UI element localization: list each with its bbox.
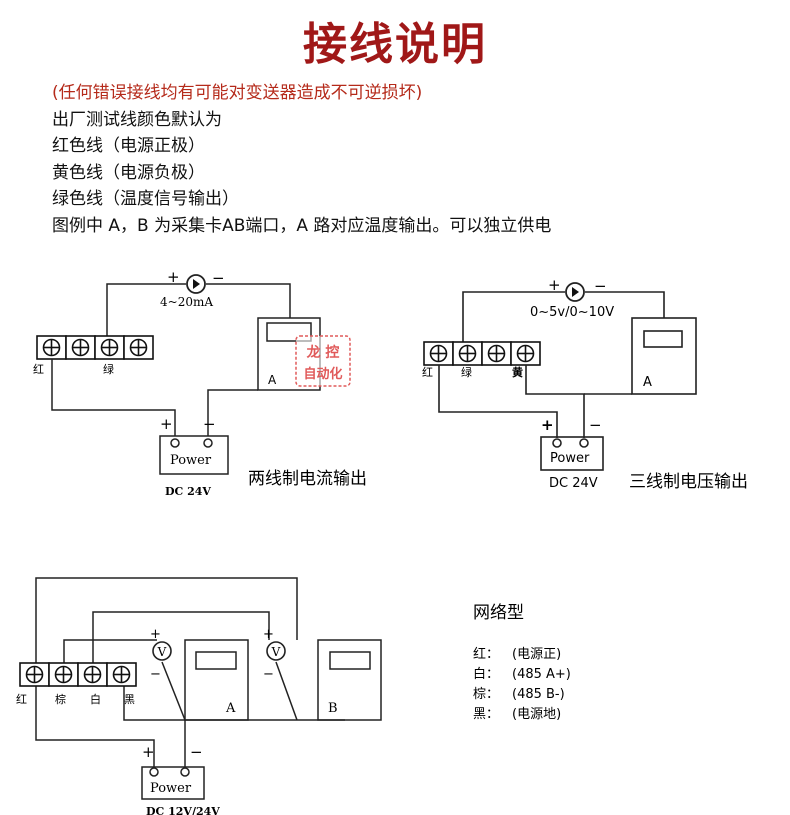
meter-v-label: V [271, 645, 281, 659]
terminal-label-white: 白 [90, 692, 101, 706]
plus-sign: + [167, 268, 180, 286]
network-legend: 红： (电源正) 白： (485 A+) 棕： (485 B-) 黑： (电源地… [473, 646, 571, 722]
watermark-text: 龙 控 [306, 344, 340, 361]
diagram-network [19, 577, 382, 800]
legend-key: 黑： [473, 707, 499, 722]
terminal-block [423, 341, 541, 366]
terminal-label-green: 绿 [461, 365, 472, 379]
power-label: Power [150, 781, 192, 796]
plus-sign: + [541, 416, 554, 434]
terminal-label-yellow: 黄 [512, 365, 523, 379]
device-a-box [631, 317, 697, 395]
power-label: Power [550, 451, 590, 466]
legend-key: 红： [473, 646, 499, 662]
plus-sign: + [160, 415, 173, 433]
watermark-text: 自动化 [303, 366, 342, 382]
minus-sign: − [212, 269, 225, 287]
voltmeter-icon [152, 641, 172, 661]
current-range-label: 4~20mA [160, 295, 213, 309]
minus-sign: − [203, 415, 216, 433]
legend-value: (电源地) [512, 707, 561, 722]
note-line: 绿色线（温度信号输出） [52, 189, 239, 209]
dc-voltage-label: DC 12V/24V [146, 805, 220, 815]
voltage-range-label: 0~5v/0~10V [530, 305, 614, 320]
note-line: 出厂测试线颜色默认为 [52, 109, 222, 130]
warning-text: (任何错误接线均有可能对变送器造成不可逆损坏) [52, 83, 423, 103]
terminal-label-red: 红 [33, 363, 44, 376]
instructions: (任何错误接线均有可能对变送器造成不可逆损坏) 出厂测试线颜色默认为 红色线（电… [52, 80, 551, 239]
power-label: Power [170, 453, 212, 468]
power-box [159, 435, 229, 475]
voltmeter-icon [266, 641, 286, 661]
diagram-two-wire-current [36, 283, 321, 475]
legend-value: (485 A+) [512, 667, 571, 682]
device-a-label: A [643, 375, 652, 390]
device-a-label: A [225, 701, 236, 716]
plus-sign: + [548, 276, 561, 294]
note-line: 红色线（电源正极） [52, 136, 205, 156]
minus-sign: − [190, 743, 203, 761]
minus-sign: − [263, 667, 274, 682]
legend-value: (电源正) [512, 647, 561, 662]
terminal-label-brown: 棕 [55, 692, 66, 706]
legend-value: (485 B-) [512, 687, 565, 702]
plus-sign: + [150, 627, 161, 642]
device-b-label: B [328, 701, 338, 716]
voltmeter-icon [565, 282, 585, 302]
meter-v-label: V [157, 645, 167, 659]
minus-sign: − [150, 667, 161, 682]
terminal-label-red: 红 [16, 693, 27, 706]
device-b-box [317, 639, 382, 721]
power-box [540, 436, 604, 471]
minus-sign: − [589, 416, 602, 434]
note-line: 黄色线（电源负极） [52, 162, 205, 183]
terminal-label-black: 黑 [124, 693, 135, 706]
diagram-three-wire-voltage [423, 291, 697, 471]
device-a-box [184, 639, 249, 721]
caption-network: 网络型 [473, 603, 524, 623]
minus-sign: − [594, 277, 607, 295]
page-title: 接线说明 [303, 19, 487, 70]
terminal-label-green: 绿 [103, 362, 114, 376]
dc-voltage-label: DC 24V [549, 476, 598, 491]
caption-three-wire: 三线制电压输出 [629, 472, 748, 492]
ammeter-icon [186, 274, 206, 294]
device-a-label: A [268, 373, 277, 387]
dc-voltage-label: DC 24V [165, 485, 211, 498]
watermark-logo: 龙 控 自动化 [295, 335, 351, 387]
legend-key: 白： [473, 666, 499, 682]
plus-sign: + [142, 743, 155, 761]
caption-two-wire: 两线制电流输出 [248, 469, 367, 489]
terminal-label-red: 红 [422, 366, 433, 379]
legend-key: 棕： [473, 687, 499, 702]
terminal-block [19, 662, 137, 687]
note-line: 图例中 A，B 为采集卡AB端口，A 路对应温度输出。可以独立供电 [52, 215, 552, 236]
terminal-block [36, 335, 154, 360]
power-box [141, 766, 205, 800]
plus-sign: + [263, 627, 274, 642]
